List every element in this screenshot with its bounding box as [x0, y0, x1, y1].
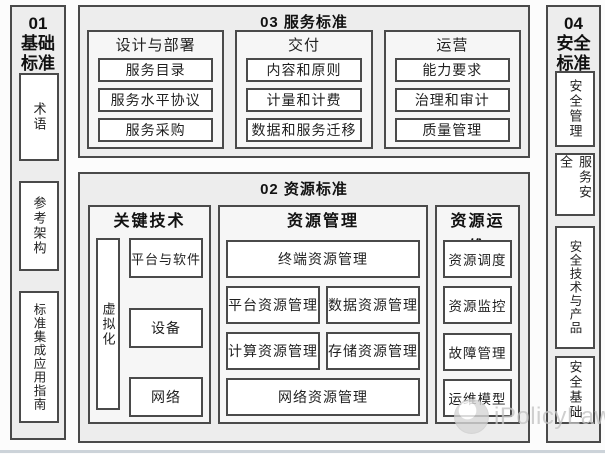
basic-title-line: 标准	[21, 54, 55, 73]
item-resource-monitoring: 资源监控	[443, 286, 512, 325]
item-content-principles: 内容和原则	[246, 58, 362, 82]
key-technology-group: 关键技术 虚拟化 平台与软件 设备 网络	[88, 205, 212, 424]
resource-operations-group: 资源运维 资源调度 资源监控 故障管理 运维模型	[435, 205, 520, 424]
delivery-group: 交付 内容和原则 计量和计费 数据和服务迁移	[235, 30, 373, 149]
service-groups: 设计与部署 服务目录 服务水平协议 服务采购 交付 内容和原则 计量和计费 数据…	[87, 30, 521, 149]
resource-operations-items: 资源调度 资源监控 故障管理 运维模型	[443, 240, 512, 420]
basic-item-integration-guide: 标准集成应用指南	[19, 291, 59, 423]
design-deploy-group: 设计与部署 服务目录 服务水平协议 服务采购	[87, 30, 225, 149]
service-standards-title: 03 服务标准	[260, 14, 348, 31]
item-storage-resource-mgmt: 存储资源管理	[326, 332, 421, 370]
resource-groups: 关键技术 虚拟化 平台与软件 设备 网络 资源管理 终端资源管理 平台资源管理	[88, 205, 520, 424]
item-data-service-migration: 数据和服务迁移	[246, 118, 362, 142]
resource-operations-header: 资源运维	[450, 213, 505, 256]
operations-header: 运营	[436, 38, 469, 54]
item-service-catalog: 服务目录	[98, 58, 214, 82]
resource-management-row: 计算资源管理 存储资源管理	[226, 332, 421, 370]
resource-standards-section: 02 资源标准 关键技术 虚拟化 平台与软件 设备 网络 资源管理 终端资源管理	[78, 172, 530, 443]
basic-standards-title: 01 基础 标准	[12, 7, 64, 74]
item-resource-scheduling: 资源调度	[443, 240, 512, 278]
item-platform-resource-mgmt: 平台资源管理	[226, 286, 321, 324]
item-virtualization: 虚拟化	[96, 238, 120, 410]
resource-management-items: 终端资源管理 平台资源管理 数据资源管理 计算资源管理 存储资源管理 网络资源管…	[226, 240, 421, 420]
bottom-divider	[0, 450, 605, 453]
item-governance-audit: 治理和审计	[394, 88, 510, 112]
item-service-level-agreement: 服务水平协议	[98, 88, 214, 112]
item-capability-requirements: 能力要求	[394, 58, 510, 82]
item-fault-management: 故障管理	[443, 332, 512, 371]
resource-management-group: 资源管理 终端资源管理 平台资源管理 数据资源管理 计算资源管理 存储资源管理 …	[218, 205, 429, 424]
security-standards-title: 04 安全 标准	[548, 7, 599, 74]
security-item-tech-products: 安全技术与产品	[555, 226, 595, 349]
design-deploy-header: 设计与部署	[115, 38, 196, 54]
item-metering-billing: 计量和计费	[246, 88, 362, 112]
item-terminal-resource-mgmt: 终端资源管理	[226, 240, 421, 278]
item-service-procurement: 服务采购	[98, 118, 214, 142]
security-item-service-security: 服务安全	[555, 153, 595, 216]
basic-title-line: 01	[28, 14, 48, 33]
service-standards-section: 03 服务标准 设计与部署 服务目录 服务水平协议 服务采购 交付 内容和原则 …	[78, 5, 530, 158]
basic-standards-section: 01 基础 标准 术语 参考架构 标准集成应用指南	[10, 5, 66, 440]
resource-standards-title: 02 资源标准	[260, 181, 348, 198]
item-network: 网络	[129, 377, 204, 417]
basic-item-reference-architecture: 参考架构	[19, 181, 59, 271]
security-title-line: 安全	[556, 34, 591, 53]
item-ops-model: 运维模型	[443, 378, 512, 417]
resource-management-header: 资源管理	[287, 213, 360, 230]
item-compute-resource-mgmt: 计算资源管理	[226, 332, 321, 370]
security-standards-section: 04 安全 标准 安全管理 服务安全 安全技术与产品 安全基础	[546, 5, 601, 443]
key-technology-header: 关键技术	[113, 213, 186, 230]
item-equipment: 设备	[129, 307, 204, 348]
basic-item-terminology: 术语	[19, 73, 59, 161]
item-data-resource-mgmt: 数据资源管理	[326, 286, 421, 324]
item-platform-software: 平台与软件	[129, 238, 204, 278]
security-title-line: 04	[564, 14, 583, 33]
basic-title-line: 基础	[21, 34, 55, 53]
operations-group: 运营 能力要求 治理和审计 质量管理	[383, 30, 521, 149]
item-network-resource-mgmt: 网络资源管理	[226, 378, 421, 416]
security-item-management: 安全管理	[555, 71, 595, 147]
key-technology-body: 虚拟化 平台与软件 设备 网络	[96, 238, 204, 420]
delivery-header: 交付	[287, 38, 320, 54]
security-item-foundation: 安全基础	[555, 356, 595, 424]
security-title-line: 标准	[556, 54, 591, 73]
item-quality-management: 质量管理	[394, 118, 510, 142]
key-technology-items: 平台与软件 设备 网络	[129, 238, 204, 420]
resource-management-row: 平台资源管理 数据资源管理	[226, 286, 421, 324]
